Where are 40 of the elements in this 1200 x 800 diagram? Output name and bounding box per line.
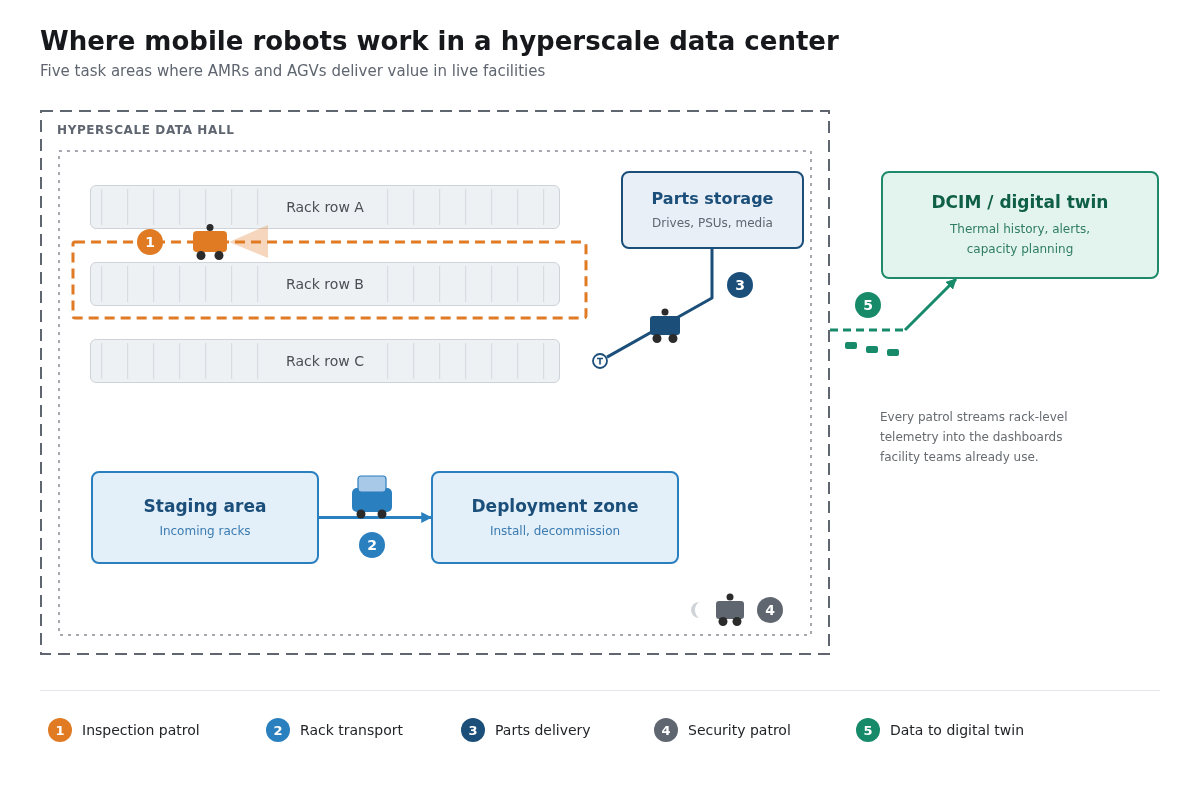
rack-row [90,339,560,383]
drop-point-marker [592,353,608,369]
legend-badge: 2 [266,718,290,742]
note-text: Every patrol streams rack-level telemetry into the dashboards facility teams already use. [880,409,1069,466]
connector-arrow [319,512,433,523]
step-badge: 3 [727,272,753,298]
step-badge: 1 [137,229,163,255]
legend-label: Data to digital twin [890,721,1025,740]
legend-label: Inspection patrol [82,721,200,740]
legend-label: Security patrol [688,721,791,740]
step-badge: 4 [757,597,783,623]
connector-arrow [830,277,958,332]
page-title: Where mobile robots work in a hyperscale data center [40,25,839,58]
rack-row [90,185,560,229]
legend-label: Rack transport [300,721,403,740]
rack-label: Rack row B [286,275,364,293]
zone-label: HYPERSCALE DATA HALL [57,122,235,138]
rack-label: Rack row A [286,198,364,216]
box-title: Parts storage [651,188,774,209]
zone-box [431,471,679,564]
system-box [881,171,1159,279]
step-badge: 2 [359,532,385,558]
box-title: DCIM / digital twin [931,191,1109,213]
rack-label: Rack row C [286,352,364,370]
legend-badge: 5 [856,718,880,742]
legend-badge: 3 [461,718,485,742]
storage-area-box [621,171,804,249]
legend-badge: 4 [654,718,678,742]
legend-label: Parts delivery [495,721,591,740]
rack-row [90,262,560,306]
box-title: Deployment zone [471,495,639,517]
box-subtitle: Thermal history, alerts, capacity planning [949,221,1091,258]
legend-badge: 1 [48,718,72,742]
box-title: Staging area [143,495,267,517]
step-badge: 5 [855,292,881,318]
box-subtitle: Install, decommission [489,523,621,540]
box-subtitle: Incoming racks [159,523,251,540]
box-subtitle: Drives, PSUs, media [652,215,773,232]
page-subtitle: Five task areas where AMRs and AGVs deliver value in live facilities [40,61,546,81]
zone-box [91,471,319,564]
